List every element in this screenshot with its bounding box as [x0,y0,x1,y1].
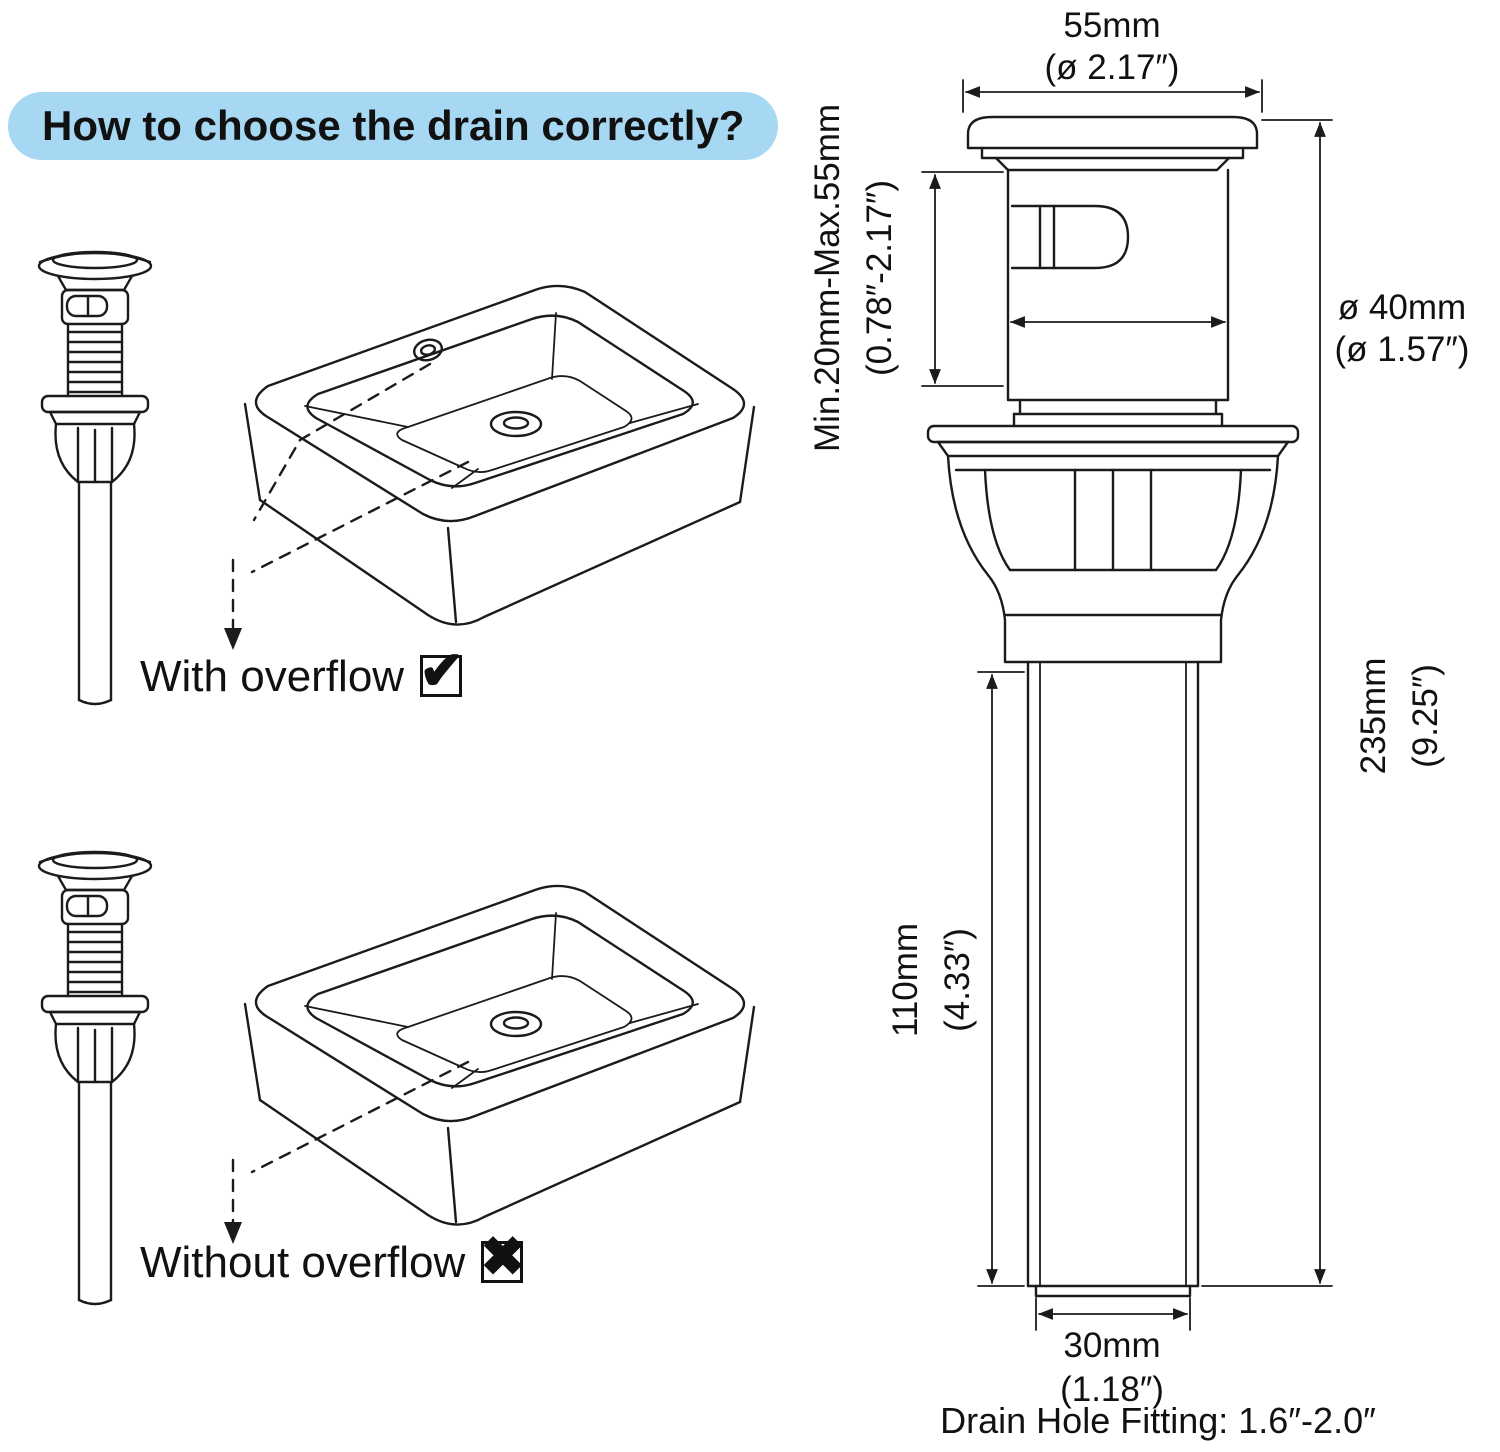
dim-cap-width-metric: 55mm [1063,6,1161,45]
leader-arrow-bottom [224,1060,470,1244]
dim-tailpipe-diameter-metric: 30mm [1063,1326,1161,1365]
sink-without-overflow [243,884,756,1226]
dim-body-diameter-metric: ø 40mm [1337,288,1467,327]
dim-overall-length-imperial: (9.25″) [1406,664,1445,768]
page-title: How to choose the drain correctly? [8,92,779,160]
cross-icon: ✖ [480,1227,526,1287]
dim-mount-range-imperial: (0.78″-2.17″) [860,180,899,376]
dim-mount-range-metric: Min.20mm-Max.55mm [808,103,847,453]
option-without-overflow-label: Without overflow [140,1238,466,1287]
dim-tailpipe-diameter-imperial: (1.18″) [1060,1370,1164,1409]
drain-hole-fitting-note: Drain Hole Fitting: 1.6″-2.0″ [940,1400,1376,1441]
dim-body-diameter-imperial: (ø 1.57″) [1334,330,1470,369]
option-with-overflow: With overflow ✔ [140,641,465,702]
tech-drawing [926,115,1300,1298]
leader-arrow-top [224,362,470,650]
drain-illustration-top [37,250,153,706]
dim-tailpipe-length-metric: 110mm [886,922,925,1038]
option-with-overflow-label: With overflow [140,652,405,701]
check-icon: ✔ [419,641,465,701]
sink-with-overflow [243,284,756,626]
option-without-overflow: Without overflow ✖ [140,1227,526,1288]
dim-overall-length-metric: 235mm [1354,657,1393,775]
drain-illustration-bottom [37,850,153,1306]
dim-cap-width-imperial: (ø 2.17″) [1044,48,1180,87]
dim-tailpipe-length-imperial: (4.33″) [938,928,977,1032]
overflow-hole [413,338,443,362]
dimension-lines [921,79,1333,1331]
